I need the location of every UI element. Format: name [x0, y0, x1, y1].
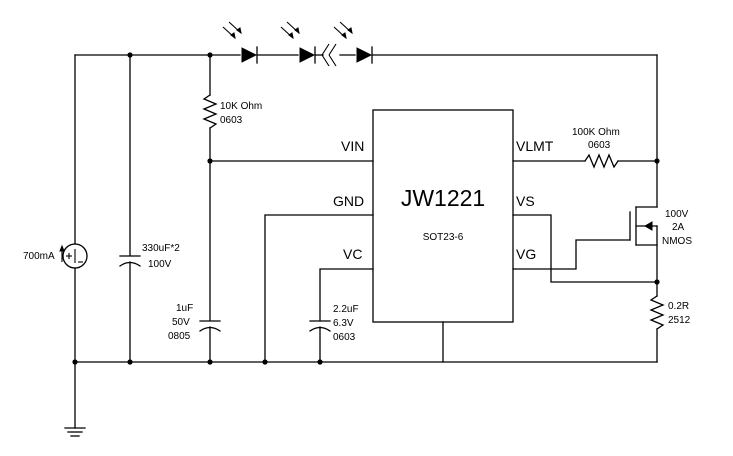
resistor-100k: [512, 153, 658, 169]
c-vc-value: 2.2uF: [333, 304, 359, 315]
pin-vc-label: VC: [343, 246, 362, 262]
bulk-cap-value: 330uF*2: [142, 243, 180, 254]
pin-vin-label: VIN: [341, 138, 364, 154]
bulk-capacitor: [119, 54, 141, 363]
c-vc-package: 0603: [333, 332, 356, 343]
ground-symbol: [64, 361, 86, 437]
ic-body: [372, 109, 514, 323]
pin-vs-label: VS: [516, 193, 535, 209]
mosfet-type: NMOS: [662, 236, 692, 247]
c-vin-package: 0805: [168, 331, 191, 342]
c-vc-voltage: 6.3V: [333, 318, 354, 329]
c-vin-value: 1uF: [176, 303, 193, 314]
led-2: [280, 21, 316, 64]
junction-dots: [72, 52, 660, 365]
c-vin-voltage: 50V: [172, 317, 190, 328]
r-vlmt-value: 100K Ohm: [572, 127, 620, 138]
led-1: [222, 21, 258, 64]
pin-vlmt-label: VLMT: [516, 138, 554, 154]
ic-package: SOT23-6: [423, 232, 464, 243]
pin-vg-label: VG: [516, 246, 536, 262]
resistor-sense: [649, 295, 665, 363]
mosfet-current: 2A: [672, 222, 685, 233]
led-3: [333, 21, 373, 64]
string-break-mark: [321, 43, 337, 67]
current-source: [59, 54, 88, 363]
capacitor-1uf: [199, 320, 221, 363]
r-sense-package: 2512: [668, 315, 691, 326]
bulk-cap-voltage: 100V: [148, 259, 172, 270]
r-sense-value: 0.2R: [668, 301, 689, 312]
gnd-wire: [264, 214, 374, 363]
vs-wire: [512, 214, 658, 283]
capacitor-2u2: [309, 268, 374, 363]
source-label: 700mA: [23, 251, 55, 262]
r-top-value: 10K Ohm: [220, 101, 262, 112]
pin-gnd-label: GND: [333, 193, 364, 209]
ic-name: JW1221: [401, 185, 485, 211]
resistor-10k: [202, 54, 218, 321]
mosfet-voltage: 100V: [665, 209, 689, 220]
r-top-package: 0603: [220, 115, 243, 126]
r-vlmt-package: 0603: [588, 140, 611, 151]
